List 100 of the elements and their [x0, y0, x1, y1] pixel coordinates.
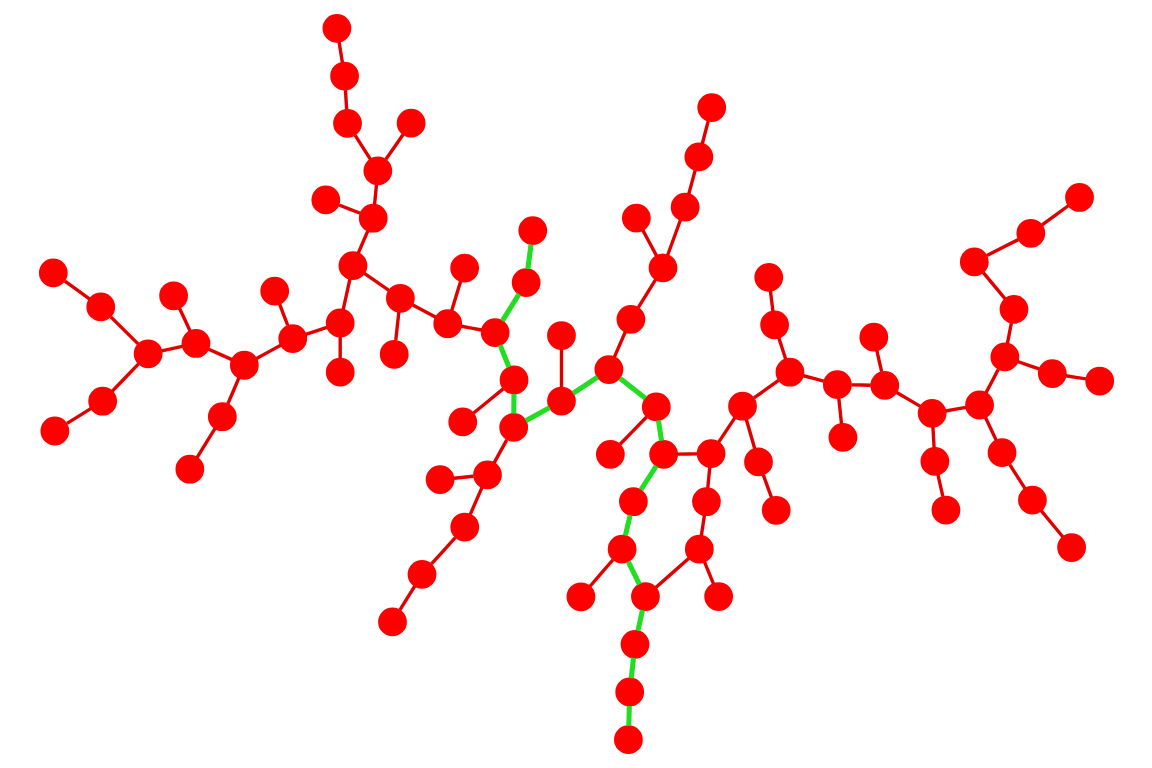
- connector: [761, 474, 773, 498]
- connector: [930, 426, 936, 448]
- node-circle: [696, 93, 726, 122]
- node-circle: [999, 294, 1028, 324]
- connector: [776, 337, 787, 360]
- node-circle: [480, 318, 510, 347]
- connector: [655, 419, 664, 442]
- connector: [654, 557, 690, 589]
- connector: [337, 203, 361, 215]
- node-circle: [614, 677, 644, 707]
- connector: [255, 343, 282, 360]
- node-circle: [511, 268, 541, 297]
- connector: [353, 134, 372, 161]
- connector: [640, 229, 658, 257]
- node-circle: [761, 495, 791, 525]
- connector: [1065, 374, 1086, 381]
- node-circle: [641, 392, 671, 422]
- connector: [362, 272, 390, 292]
- node-circle: [696, 439, 725, 468]
- node-circle: [207, 402, 237, 432]
- node-circle: [920, 447, 949, 476]
- node-circle: [594, 355, 623, 384]
- connector: [768, 290, 775, 312]
- connector: [460, 324, 482, 332]
- node-circle: [703, 582, 733, 611]
- connector: [702, 561, 715, 585]
- node-circle: [87, 386, 117, 416]
- connector: [499, 292, 521, 323]
- node-circle: [362, 156, 392, 186]
- connector: [935, 474, 944, 497]
- connector: [510, 394, 516, 414]
- connector: [744, 419, 756, 449]
- node-circle: [449, 512, 479, 542]
- node-circle: [517, 216, 547, 245]
- connector: [1007, 463, 1026, 490]
- connector: [160, 344, 183, 353]
- node-circle: [613, 725, 643, 754]
- connector: [110, 362, 140, 393]
- connector: [384, 133, 404, 161]
- connector: [340, 278, 352, 311]
- node-circle: [607, 534, 636, 564]
- node-circle: [432, 309, 462, 339]
- connector: [895, 391, 921, 408]
- connector: [983, 368, 1000, 394]
- node-circle: [472, 460, 502, 490]
- node-circle: [449, 253, 479, 283]
- node-circle: [310, 185, 340, 215]
- node-circle: [759, 310, 789, 340]
- connector: [638, 464, 658, 492]
- connector: [874, 350, 883, 373]
- connector: [636, 278, 657, 309]
- node-circle: [1017, 485, 1047, 515]
- node-circle: [648, 253, 677, 283]
- connector: [356, 230, 369, 254]
- node-circle: [1056, 533, 1086, 562]
- node-circle: [407, 560, 436, 589]
- connector: [588, 558, 614, 588]
- node-circle: [684, 534, 714, 564]
- node-circle: [1037, 359, 1067, 388]
- connector: [524, 244, 533, 270]
- connector: [625, 705, 632, 726]
- node-circle: [595, 439, 625, 469]
- node-circle: [379, 339, 409, 369]
- connector: [983, 416, 998, 442]
- connector: [628, 657, 636, 679]
- node-circle: [546, 321, 576, 350]
- connector: [492, 439, 508, 464]
- node-circle: [498, 413, 528, 442]
- connector: [449, 281, 462, 311]
- node-circle: [396, 108, 425, 138]
- node-circle: [425, 465, 454, 494]
- connector: [109, 315, 139, 346]
- connector: [1005, 322, 1013, 344]
- connector: [1016, 359, 1040, 371]
- node-circle: [858, 322, 888, 352]
- connector: [635, 609, 645, 632]
- connector: [985, 238, 1019, 258]
- connector: [665, 219, 682, 256]
- node-circle: [620, 629, 649, 659]
- connector: [207, 347, 233, 362]
- connector: [472, 387, 504, 415]
- connector: [802, 374, 824, 383]
- node-circle: [499, 365, 528, 395]
- connector: [699, 514, 706, 536]
- node-circle: [990, 342, 1019, 372]
- node-circle: [325, 308, 355, 338]
- node-circle: [917, 398, 947, 428]
- node-circle: [670, 192, 700, 222]
- connector: [524, 405, 551, 423]
- connector: [277, 303, 289, 326]
- connector: [705, 467, 711, 488]
- connector: [65, 406, 92, 425]
- connector: [304, 325, 327, 336]
- node-circle: [38, 258, 68, 288]
- connector: [625, 560, 642, 586]
- node-circle: [85, 292, 115, 322]
- node-circle: [753, 262, 783, 292]
- connector: [338, 336, 342, 358]
- connector: [336, 41, 344, 63]
- connector: [429, 536, 457, 566]
